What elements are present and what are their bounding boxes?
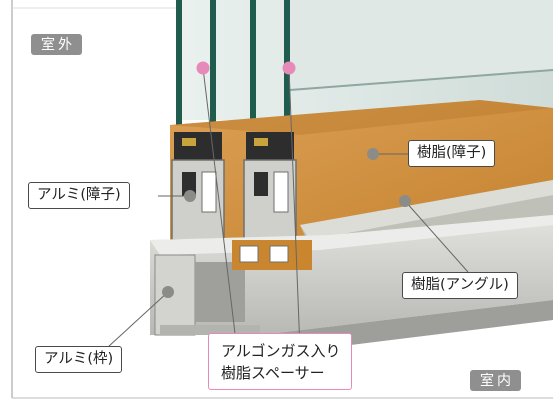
- spacer-marker-dot-left: [196, 61, 210, 75]
- label-aluminum-frame: アルミ(枠): [35, 346, 123, 373]
- aluminum-frame-marker: [162, 286, 174, 298]
- label-argon-spacer: アルゴンガス入り 樹脂スペーサー: [208, 333, 352, 390]
- resin-angle-top: [300, 180, 553, 240]
- spacer-marker-dot-right: [282, 61, 296, 75]
- glass-panes: [176, 0, 553, 132]
- label-argon-spacer-line2: 樹脂スペーサー: [221, 364, 325, 382]
- indoor-badge: 室内: [470, 370, 521, 391]
- aluminum-sash-marker: [184, 190, 196, 202]
- spacer-leader-lines: [202, 67, 301, 351]
- outdoor-badge: 室外: [31, 34, 82, 55]
- label-argon-spacer-line1: アルゴンガス入り: [221, 342, 341, 360]
- part-leader-lines: [107, 153, 469, 348]
- resin-angle-marker: [399, 195, 411, 207]
- resin-sash-marker: [367, 148, 379, 160]
- label-resin-angle: 樹脂(アングル): [402, 272, 518, 299]
- label-aluminum-sash: アルミ(障子): [28, 182, 130, 209]
- label-resin-sash: 樹脂(障子): [408, 140, 496, 167]
